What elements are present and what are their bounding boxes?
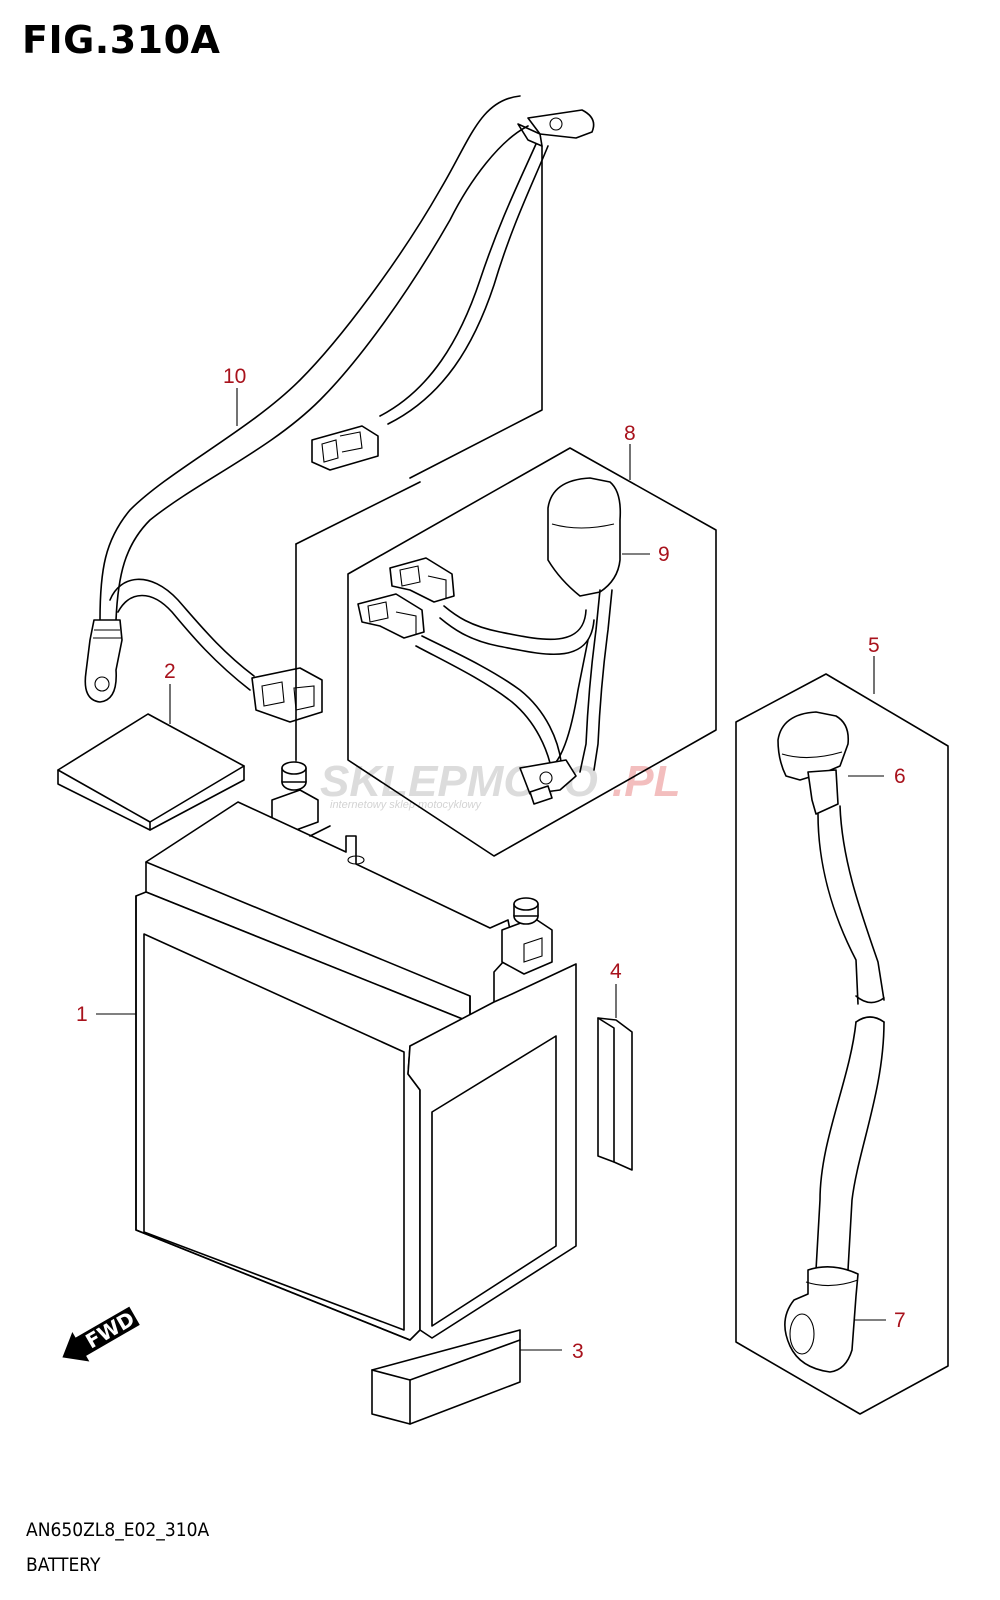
callout-9: 9	[658, 543, 670, 566]
fwd-label: FWD	[81, 1306, 138, 1353]
callout-2: 2	[164, 660, 176, 683]
watermark-suffix: .PL	[612, 757, 680, 806]
figure-model-code: AN650ZL8_E02_310A	[26, 1519, 210, 1541]
callout-7: 7	[894, 1309, 906, 1332]
battery-pad	[57, 713, 245, 831]
leader-lines	[96, 388, 886, 1351]
main-battery-cable	[84, 95, 595, 723]
fwd-arrow-icon: FWD	[62, 1306, 140, 1362]
watermark-tagline: internetowy sklep motocyklowy	[330, 799, 483, 811]
figure-section-name: BATTERY	[26, 1554, 101, 1576]
callout-10: 10	[223, 365, 246, 388]
figure-title: FIG.310A	[22, 18, 221, 62]
callout-5: 5	[868, 634, 880, 657]
battery-spacer	[371, 1329, 521, 1425]
callout-4: 4	[610, 960, 622, 983]
callout-3: 3	[572, 1340, 584, 1363]
watermark: SKLEPMOTO .PL internetowy sklep motocykl…	[320, 757, 680, 811]
battery	[135, 761, 577, 1341]
battery-strip	[597, 1017, 633, 1171]
callout-6: 6	[894, 765, 906, 788]
callout-8: 8	[624, 422, 636, 445]
cable-group-box	[735, 673, 949, 1415]
positive-lead	[357, 477, 622, 805]
callout-1: 1	[76, 1003, 88, 1026]
